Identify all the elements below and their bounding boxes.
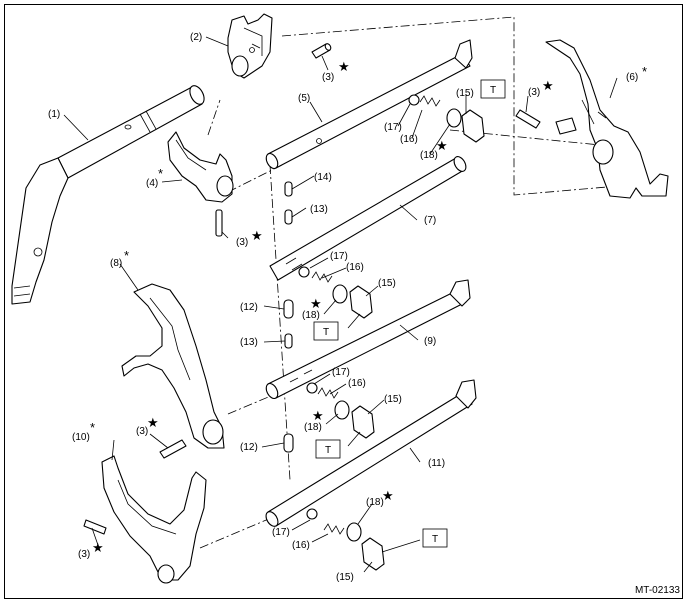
detent-set-bottom [306, 508, 385, 571]
part-3-pin-top [311, 43, 332, 59]
callout-1: (1) [48, 109, 60, 120]
callout-18-bottom: (18) [366, 497, 384, 508]
callout-3-top: (3) [322, 72, 334, 83]
detent-set-2 [298, 266, 373, 319]
part-12-plunger-b [283, 433, 294, 453]
part-5-shifter-rod [265, 39, 473, 170]
part-10-shifter-fork [101, 455, 207, 584]
torque-box-3: T [315, 439, 341, 459]
star-3-top: ★ [338, 59, 350, 74]
callout-18-2: (18) [302, 310, 320, 321]
torque-mark-1: T [490, 85, 496, 96]
figure-frame [4, 4, 683, 599]
torque-box-top: T [480, 79, 506, 99]
part-13-interlock-pin-b [284, 333, 293, 349]
callout-13-b: (13) [240, 337, 258, 348]
callout-16-top: (16) [400, 134, 418, 145]
torque-mark-3: T [325, 445, 331, 456]
torque-box-bottom: T [422, 528, 448, 548]
star-18-2: ★ [310, 296, 322, 311]
part-9-shifter-rod [265, 279, 471, 400]
asterisk-10: * [90, 420, 95, 435]
callout-8: (8) [110, 258, 122, 269]
asterisk-4: * [158, 166, 163, 181]
callout-10: (10) [72, 432, 90, 443]
callout-18-top: (18) [420, 150, 438, 161]
callout-7: (7) [424, 215, 436, 226]
part-6-shifter-fork [545, 39, 669, 199]
part-12-plunger-a [283, 299, 294, 319]
callout-16-2: (16) [346, 262, 364, 273]
star-3-fork4: ★ [251, 228, 263, 243]
torque-mark-2: T [323, 327, 329, 338]
callouts: (1) (2) (3) ★ (4) * (3) ★ (5) (3) ★ (6) … [48, 32, 647, 583]
asterisk-8: * [124, 248, 129, 263]
callout-15-2: (15) [378, 278, 396, 289]
callout-6: (6) [626, 72, 638, 83]
part-7-shifter-rod [269, 156, 467, 281]
callout-4: (4) [146, 178, 158, 189]
callout-15-top: (15) [456, 88, 474, 99]
callout-9: (9) [424, 336, 436, 347]
callout-15-bottom: (15) [336, 572, 354, 583]
callout-2: (2) [190, 32, 202, 43]
star-3-fork6: ★ [542, 78, 554, 93]
callout-11: (11) [428, 458, 445, 469]
part-3-pin-fork8 [159, 439, 187, 459]
part-8-shifter-fork [121, 283, 225, 449]
callout-3-fork8: (3) [136, 426, 148, 437]
star-18-3: ★ [312, 408, 324, 423]
torque-mark-4: T [432, 534, 438, 545]
asterisk-6: * [642, 64, 647, 79]
callout-17-top: (17) [384, 122, 402, 133]
callout-12-a: (12) [240, 302, 258, 313]
callout-14: (14) [314, 172, 332, 183]
part-3-pin-fork4 [215, 209, 223, 237]
callout-3-fork10: (3) [78, 549, 90, 560]
callout-3-fork6: (3) [528, 87, 540, 98]
star-18-bottom: ★ [382, 488, 394, 503]
callout-18-3: (18) [304, 422, 322, 433]
part-3-pin-fork6 [515, 109, 541, 129]
star-18-top: ★ [436, 138, 448, 153]
callout-16-bottom: (16) [292, 540, 310, 551]
part-11-shifter-rod [265, 379, 477, 527]
leader-lines [63, 36, 618, 573]
callout-12-b: (12) [240, 442, 258, 453]
callout-13-a: (13) [310, 204, 328, 215]
part-2-shifter-block [227, 13, 273, 79]
star-3-fork10: ★ [92, 540, 104, 555]
figure-id: MT-02133 [635, 585, 680, 596]
part-14-interlock-pin [284, 181, 293, 197]
callout-3-fork4: (3) [236, 237, 248, 248]
callout-17-2: (17) [330, 251, 348, 262]
callout-16-3: (16) [348, 378, 366, 389]
callout-17-bottom: (17) [272, 527, 290, 538]
callout-17-3: (17) [332, 367, 350, 378]
torque-box-2: T [313, 321, 339, 341]
star-3-fork8: ★ [147, 415, 159, 430]
callout-5: (5) [298, 93, 310, 104]
part-1-shifter-arm-shaft [11, 85, 205, 305]
callout-15-3: (15) [384, 394, 402, 405]
part-13-interlock-pin-a [284, 209, 293, 225]
part-4-shifter-fork [167, 131, 234, 203]
detent-set-top [408, 94, 485, 143]
part-3-pin-fork10 [83, 519, 107, 535]
